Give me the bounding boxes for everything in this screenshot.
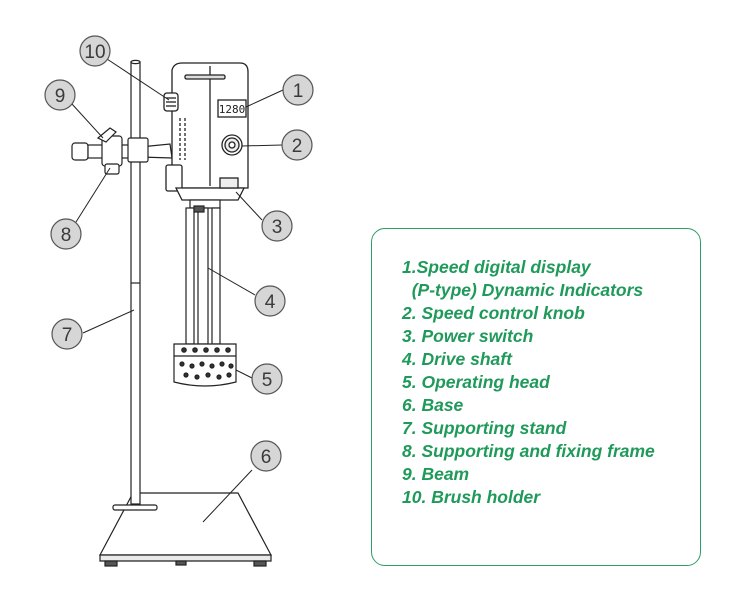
operating-head	[173, 343, 237, 387]
svg-text:7: 7	[62, 325, 73, 346]
motor-housing: 1280	[163, 62, 249, 201]
homogenizer-diagram: 1280	[44, 35, 314, 567]
svg-text:1280: 1280	[219, 103, 246, 116]
legend-item: 9. Beam	[402, 464, 470, 484]
svg-text:9: 9	[55, 86, 66, 107]
callout-10: 10	[79, 35, 111, 67]
callout-3: 3	[261, 210, 293, 242]
legend-item: 2. Speed control knob	[402, 303, 585, 323]
svg-text:1: 1	[293, 81, 304, 102]
legend-item: 7. Supporting stand	[402, 418, 567, 438]
legend-item: 3. Power switch	[402, 326, 534, 346]
legend-item: 10. Brush holder	[402, 487, 541, 507]
svg-text:6: 6	[261, 447, 272, 468]
legend-box: 1.Speed digital display (P-type) Dynamic…	[371, 228, 701, 566]
callout-4: 4	[254, 285, 286, 317]
legend-item: 8. Supporting and fixing frame	[402, 441, 655, 461]
svg-text:4: 4	[265, 292, 276, 313]
legend-item: 1.Speed digital display	[402, 257, 591, 277]
callout-9: 9	[44, 79, 76, 111]
svg-text:5: 5	[262, 370, 273, 391]
callout-5: 5	[251, 363, 283, 395]
legend-item: 6. Base	[402, 395, 464, 415]
callout-6: 6	[250, 440, 282, 472]
base-plate	[99, 492, 272, 567]
callout-1: 1	[282, 74, 314, 106]
svg-text:8: 8	[61, 225, 72, 246]
svg-text:3: 3	[272, 217, 283, 238]
support-rod	[130, 59, 141, 505]
callout-2: 2	[281, 129, 313, 161]
legend-item: (P-type) Dynamic Indicators	[402, 280, 644, 300]
beam-and-clamp	[71, 127, 173, 175]
callout-8: 8	[50, 218, 82, 250]
callout-7: 7	[51, 318, 83, 350]
legend-list: 1.Speed digital display (P-type) Dynamic…	[402, 256, 655, 509]
legend-item: 4. Drive shaft	[402, 349, 512, 369]
legend-item: 5. Operating head	[402, 372, 550, 392]
svg-text:10: 10	[84, 42, 105, 63]
svg-text:2: 2	[292, 136, 303, 157]
leader-lines	[71, 58, 284, 523]
